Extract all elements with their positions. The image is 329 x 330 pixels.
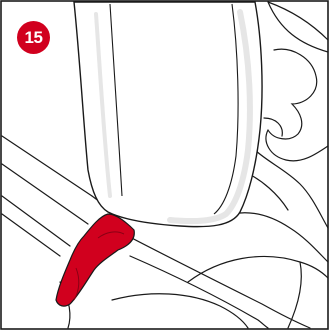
step-number-badge: 15 <box>17 21 50 54</box>
seat-backrest <box>74 2 262 227</box>
